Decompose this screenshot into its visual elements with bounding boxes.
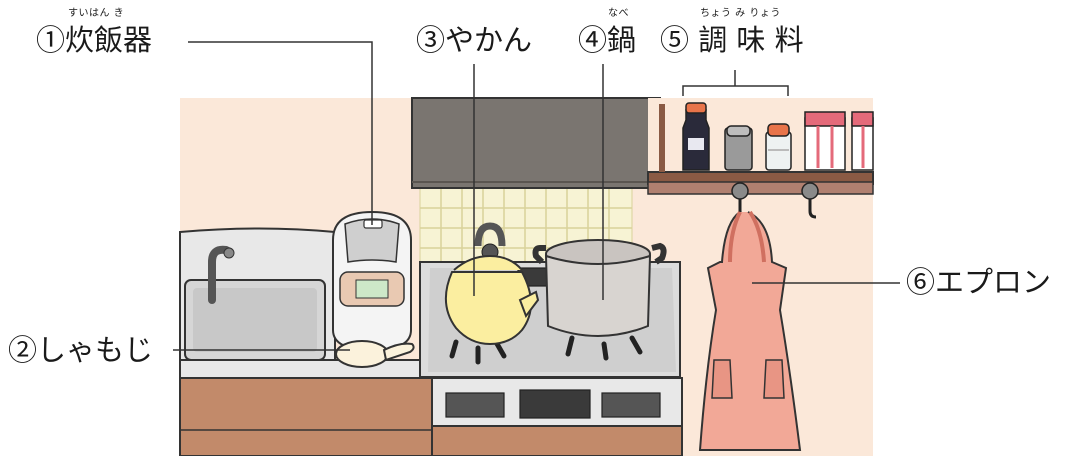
countertop: [179, 359, 433, 456]
pot-label: ④鍋: [578, 23, 637, 57]
seasonings-ruby: ちょう み りょう: [700, 8, 781, 19]
range-hood: [411, 97, 661, 189]
pot-ruby: なべ: [608, 8, 629, 19]
apron-illustration: [698, 210, 802, 451]
leader-rice-cooker: [188, 41, 373, 225]
soy-sauce-bottle: [682, 102, 710, 171]
leader-seasonings-bracket: [682, 85, 789, 96]
kettle-illustration: [445, 222, 540, 346]
pepper-shaker: [765, 123, 792, 171]
kettle-label: ③やかん: [416, 23, 533, 57]
apron-label: ⑥エプロン: [906, 265, 1052, 299]
rice-cooker-label: ①炊飯器: [36, 23, 153, 57]
rice-cooker-illustration: [332, 210, 412, 352]
seasonings-label: ⑤ 調 味 料: [660, 23, 804, 57]
spice-shelf: [647, 98, 874, 219]
storage-containers: [804, 111, 874, 171]
sink-counter: [179, 227, 336, 376]
salt-shaker: [724, 125, 753, 171]
leader-lines: [173, 41, 900, 351]
rice-paddle-label: ②しゃもじ: [8, 333, 154, 367]
pot-illustration: [532, 239, 667, 337]
rice-paddle-illustration: [335, 340, 415, 368]
rice-cooker-ruby: すいはん き: [68, 8, 125, 19]
